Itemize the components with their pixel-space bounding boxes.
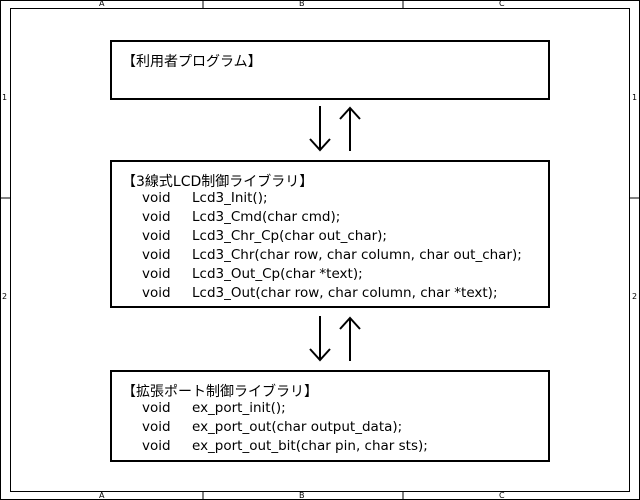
return-type: void [142,400,171,416]
port-library-title: 【拡張ポート制御ライブラリ】 [122,384,318,400]
return-type: void [142,266,171,282]
function-row: void ex_port_init(); [142,400,286,416]
return-type: void [142,247,171,263]
column-marker-a-top: A [99,0,105,8]
column-marker-c-top: C [499,0,505,8]
return-type: void [142,438,171,454]
column-marker-b-top: B [299,0,305,8]
column-marker-b-bottom: B [299,491,305,500]
function-row: void Lcd3_Chr_Cp(char out_char); [142,228,387,244]
function-row: void Lcd3_Out(char row, char column, char… [142,285,498,301]
function-signature: Lcd3_Out(char row, char column, char *te… [192,285,498,301]
function-signature: Lcd3_Chr_Cp(char out_char); [192,228,387,244]
lcd-port-arrows [309,316,361,362]
port-library-box: 【拡張ポート制御ライブラリ】 void ex_port_init(); void e… [110,370,550,462]
down-arrow-icon [309,316,331,362]
row-marker-1-right: 1 [632,93,638,102]
column-marker-c-bottom: C [499,491,505,500]
column-marker-a-bottom: A [99,491,105,500]
function-signature: Lcd3_Cmd(char cmd); [192,209,341,225]
row-marker-2-left: 2 [2,292,8,301]
function-signature: ex_port_init(); [192,400,286,416]
function-signature: Lcd3_Init(); [192,190,268,206]
return-type: void [142,419,171,435]
function-signature: Lcd3_Out_Cp(char *text); [192,266,363,282]
function-signature: ex_port_out(char output_data); [192,419,403,435]
function-row: void Lcd3_Init(); [142,190,268,206]
function-signature: Lcd3_Chr(char row, char column, char out… [192,247,522,263]
function-row: void Lcd3_Chr(char row, char column, char… [142,247,522,263]
return-type: void [142,228,171,244]
up-arrow-icon [339,316,361,361]
function-signature: ex_port_out_bit(char pin, char sts); [192,438,428,454]
function-row: void ex_port_out_bit(char pin, char sts); [142,438,428,454]
return-type: void [142,190,171,206]
return-type: void [142,209,171,225]
down-arrow-icon [309,106,331,152]
function-row: void Lcd3_Out_Cp(char *text); [142,266,363,282]
user-program-box: 【利用者プログラム】 [110,40,550,100]
up-arrow-icon [339,106,361,151]
user-program-title: 【利用者プログラム】 [122,54,262,70]
lcd-library-title: 【3線式LCD制御ライブラリ】 [122,174,314,190]
function-row: void Lcd3_Cmd(char cmd); [142,209,340,225]
row-marker-2-right: 2 [632,292,638,301]
function-row: void ex_port_out(char output_data); [142,419,402,435]
return-type: void [142,285,171,301]
row-marker-1-left: 1 [2,93,8,102]
user-lcd-arrows [309,106,361,152]
